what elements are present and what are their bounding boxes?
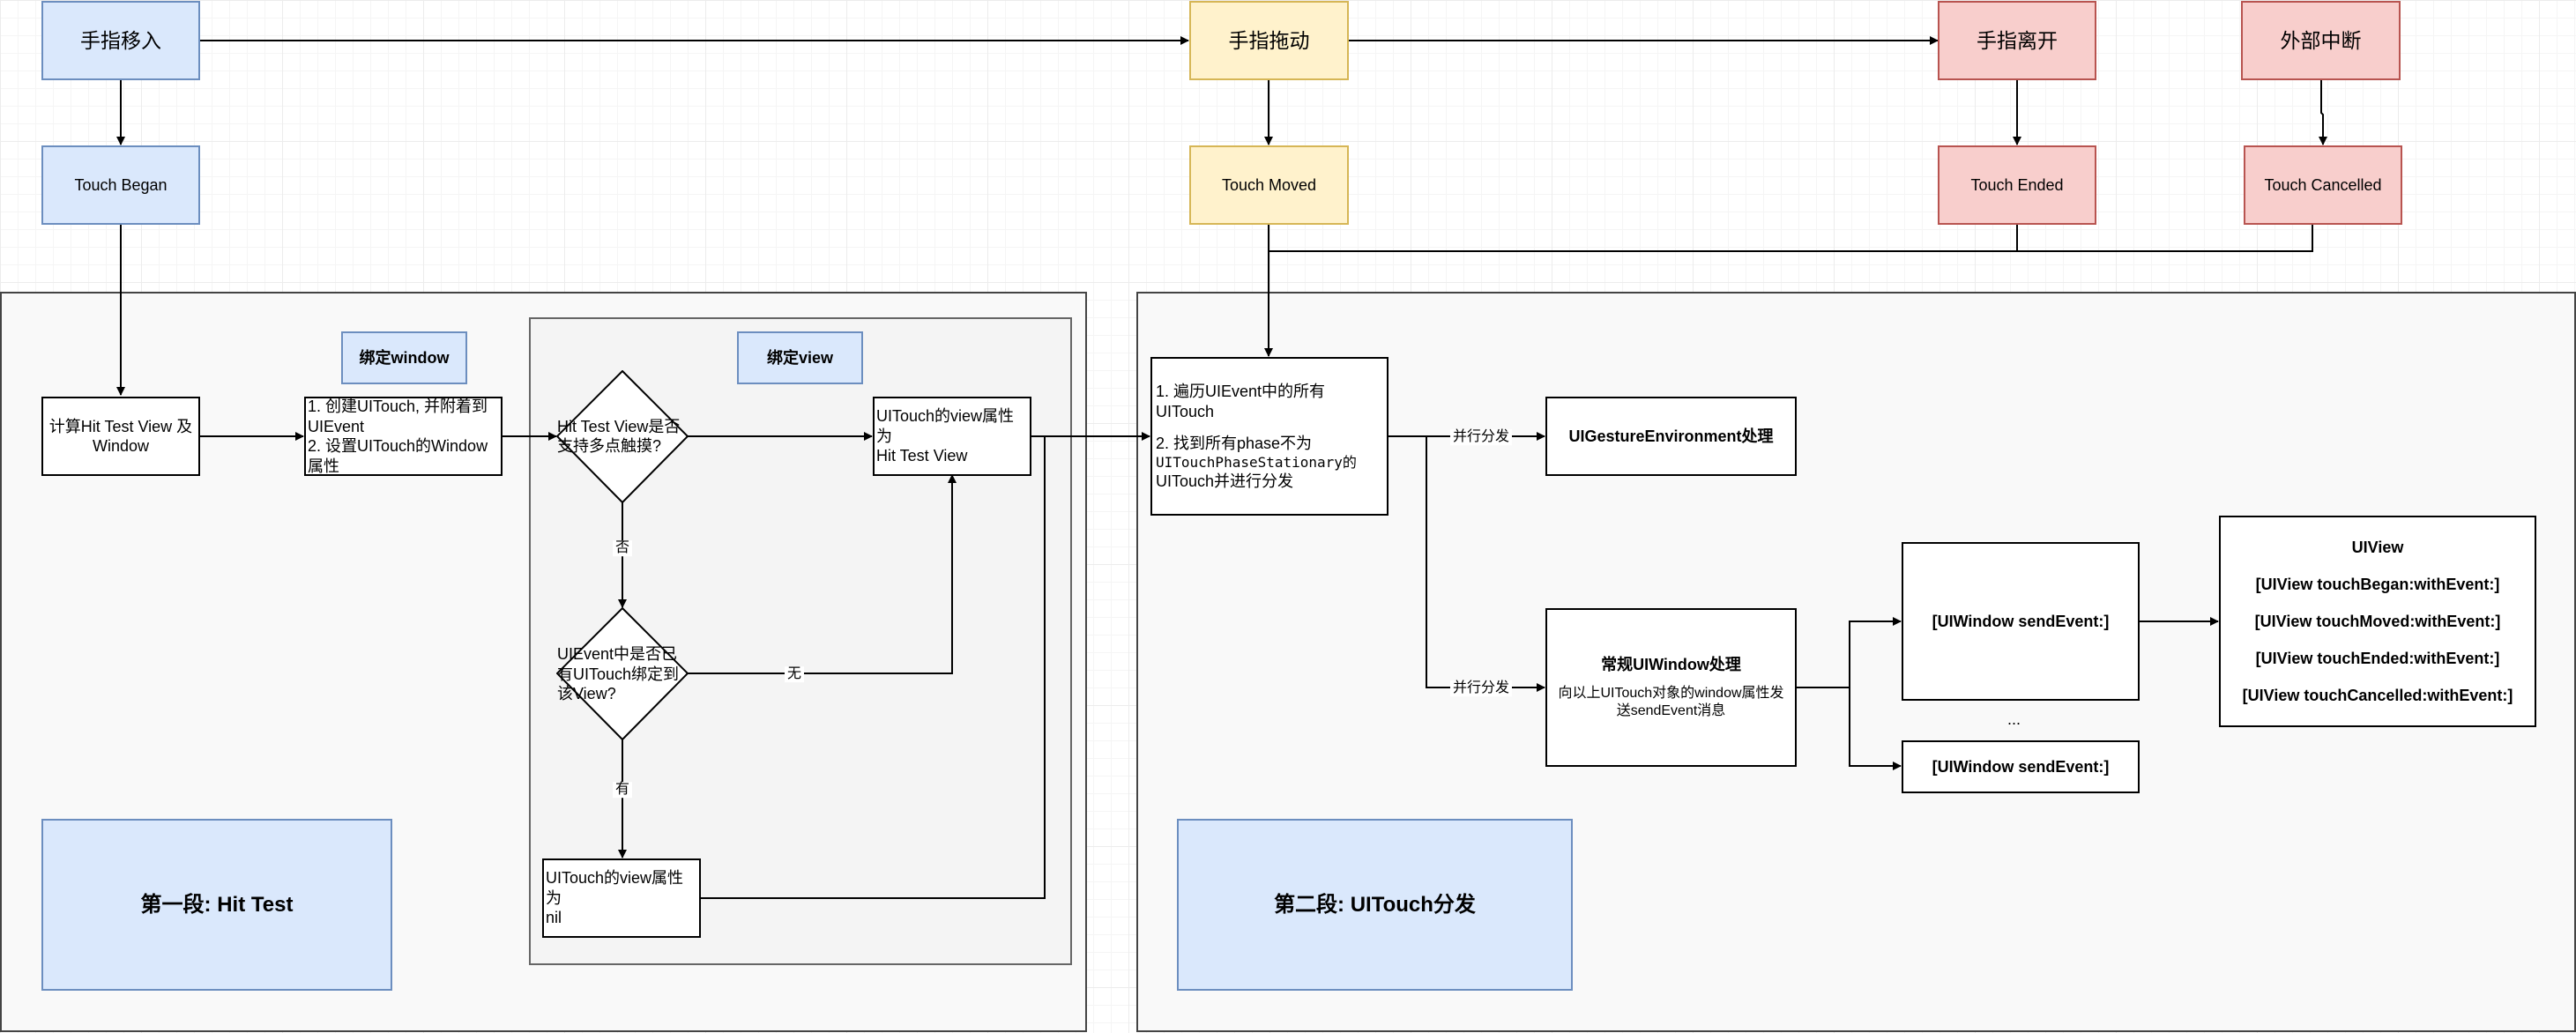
edge-label-no: 否 (612, 540, 633, 556)
iterate-touches-node: 1. 遍历UIEvent中的所有UITouch 2. 找到所有phase不为 U… (1150, 357, 1389, 516)
edge-cancelled-merge (2017, 225, 2313, 252)
edge-label-has: 有 (612, 782, 633, 798)
already-bound-decision (556, 607, 689, 740)
edge-iterate-window (1426, 436, 1545, 692)
window-handle-node: 常规UIWindow处理 向以上UITouch对象的window属性发 送sen… (1545, 608, 1797, 767)
external-interrupt-node: 外部中断 (2241, 1, 2401, 80)
gesture-environment-node: UIGestureEnvironment处理 (1545, 397, 1797, 476)
parallel-label-window: 并行分发 (1449, 680, 1513, 696)
finger-enter-node: 手指移入 (41, 1, 200, 80)
touch-cancelled-node: Touch Cancelled (2244, 145, 2402, 225)
bind-view-tag: 绑定view (737, 331, 863, 384)
multi-touch-decision (556, 370, 689, 503)
edge-window-send2 (1849, 687, 1902, 770)
stage2-title: 第二段: UITouch分发 (1177, 819, 1573, 991)
touch-moved-node: Touch Moved (1189, 145, 1349, 225)
touch-began-node: Touch Began (41, 145, 200, 225)
already-bound-question: UIEvent中是否已有UITouch绑定到该View? (557, 645, 680, 703)
edge-setnil-iterate (701, 435, 1046, 899)
touch-ended-node: Touch Ended (1938, 145, 2096, 225)
edge-window-send1 (1797, 617, 1902, 688)
parallel-label-gesture: 并行分发 (1449, 429, 1513, 445)
multi-touch-question: Hit Test View是否支持多点触摸? (557, 417, 681, 456)
bind-window-tag: 绑定window (341, 331, 467, 384)
stage1-title: 第一段: Hit Test (41, 819, 392, 991)
send-event-node-2: [UIWindow sendEvent:] (1902, 740, 2140, 793)
uiview-node: UIView [UIView touchBegan:withEvent:] [U… (2219, 516, 2536, 727)
edge-label-none: 无 (784, 666, 805, 682)
edge-bound-sethit-none (688, 474, 957, 674)
send-event-ellipsis: ... (2007, 710, 2021, 728)
finger-leave-node: 手指离开 (1938, 1, 2096, 80)
edge-interrupt-cancelled (2319, 80, 2327, 145)
finger-drag-node: 手指拖动 (1189, 1, 1349, 80)
send-event-node-1: [UIWindow sendEvent:] (1902, 542, 2140, 701)
edge-ended-merge (1269, 225, 2018, 252)
